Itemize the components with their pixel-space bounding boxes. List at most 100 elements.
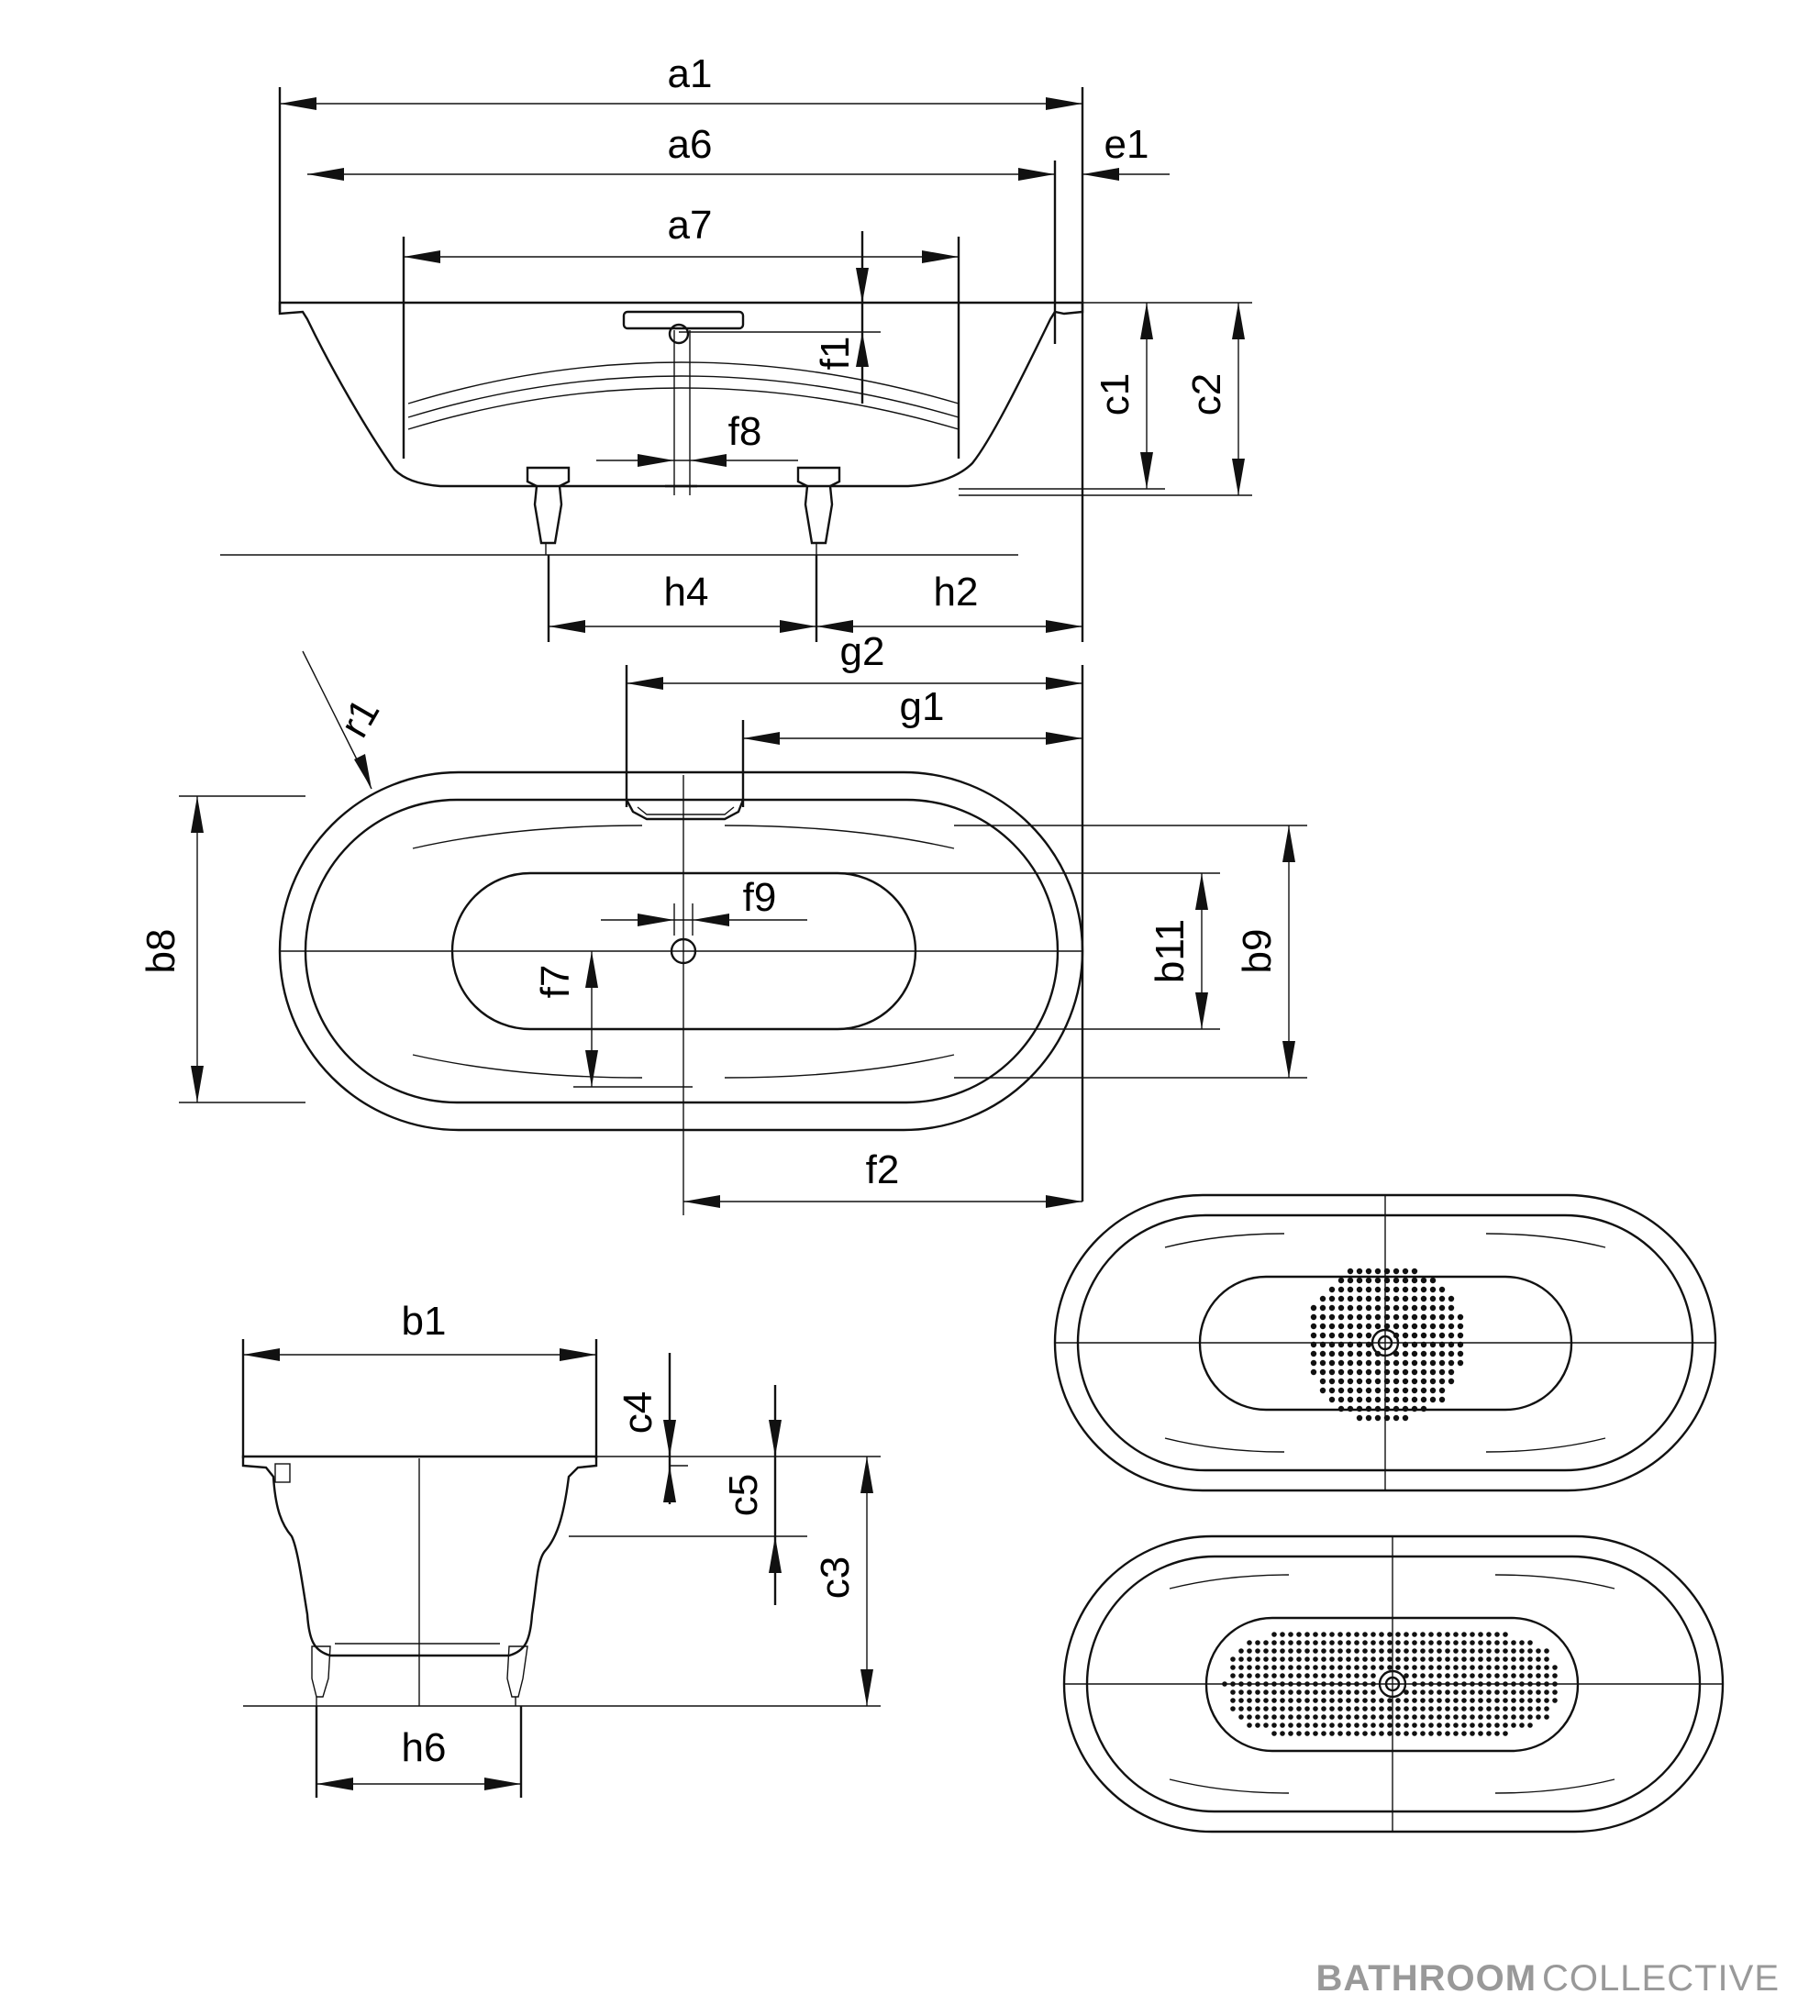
jet-dot [1356,1295,1363,1302]
jet-dot [1519,1681,1525,1687]
jet-dot [1374,1313,1382,1321]
jet-dot [1445,1706,1450,1711]
jet-dot [1438,1332,1446,1339]
jet-dot [1337,1350,1345,1357]
jet-dot [1461,1648,1467,1654]
jet-dot [1296,1689,1302,1695]
jet-dot [1319,1359,1326,1367]
jet-dot [1519,1656,1525,1662]
jet-dot [1470,1689,1475,1695]
jet-dot [1536,1665,1541,1670]
jet-dot [1313,1640,1318,1645]
jet-dot [1362,1656,1368,1662]
jet-dot [1329,1640,1335,1645]
jet-dot [1337,1632,1343,1637]
jet-dot [1313,1689,1318,1695]
label-h4: h4 [664,570,709,615]
variant-round-pattern [1053,1193,1717,1492]
jet-dot [1536,1706,1541,1711]
jet-dot [1448,1368,1455,1376]
jet-dot [1438,1304,1446,1312]
jet-dot [1347,1304,1354,1312]
jet-dot [1461,1689,1467,1695]
jet-dot [1337,1648,1343,1654]
jet-dot [1420,1350,1427,1357]
jet-dot [1329,1665,1335,1670]
jet-dot [1544,1648,1549,1654]
jet-dot [1404,1706,1409,1711]
jet-dot [1511,1665,1516,1670]
jet-dot [1428,1673,1434,1678]
jet-dot [1402,1359,1409,1367]
jet-dot [1337,1731,1343,1736]
jet-dot [1304,1706,1310,1711]
jet-dot [1362,1731,1368,1736]
jet-dot [1445,1632,1450,1637]
jet-dot [1255,1714,1260,1720]
jet-dot [1437,1656,1442,1662]
jet-dot [1457,1341,1464,1348]
jet-dot [1346,1731,1351,1736]
jet-dot [1383,1277,1391,1284]
jet-dot [1519,1706,1525,1711]
jet-dot [1337,1368,1345,1376]
jet-dot [1337,1673,1343,1678]
jet-dot [1486,1648,1492,1654]
jet-dot [1356,1405,1363,1412]
label-a6: a6 [668,122,713,167]
jet-dot [1438,1368,1446,1376]
jet-dot [1486,1706,1492,1711]
jet-dot [1329,1656,1335,1662]
jet-dot [1296,1632,1302,1637]
jet-dot [1238,1665,1244,1670]
jet-dot [1304,1689,1310,1695]
jet-dot [1371,1665,1376,1670]
jet-dot [1321,1731,1326,1736]
jet-dot [1429,1295,1437,1302]
jet-dot [1354,1689,1359,1695]
jet-dot [1393,1286,1400,1293]
jet-dot [1356,1313,1363,1321]
jet-dot [1411,1378,1418,1385]
jet-dot [1503,1640,1508,1645]
jet-dot [1280,1731,1285,1736]
jet-dot [1362,1706,1368,1711]
label-f1: f1 [813,337,858,371]
jet-dot [1347,1378,1354,1385]
jet-dot [1304,1681,1310,1687]
jet-dot [1329,1681,1335,1687]
jet-dot [1337,1396,1345,1403]
label-b1: b1 [402,1299,447,1344]
jet-dot [1319,1304,1326,1312]
jet-dot [1494,1706,1500,1711]
jet-dot [1337,1323,1345,1330]
jet-dot [1374,1304,1382,1312]
jet-dot [1503,1706,1508,1711]
jet-dot [1383,1405,1391,1412]
jet-dot [1445,1656,1450,1662]
jet-dot [1420,1304,1427,1312]
jet-dot [1445,1673,1450,1678]
jet-dot [1321,1656,1326,1662]
jet-dot [1247,1698,1252,1703]
jet-dot [1536,1648,1541,1654]
jet-dot [1552,1673,1558,1678]
jet-dot [1393,1304,1400,1312]
jet-dot [1365,1350,1372,1357]
jet-dot [1478,1673,1483,1678]
jet-dot [1486,1632,1492,1637]
jet-dot [1383,1295,1391,1302]
jet-dot [1328,1368,1336,1376]
jet-dot [1319,1387,1326,1394]
jet-dot [1263,1681,1269,1687]
jet-dot [1313,1656,1318,1662]
jet-dot [1328,1341,1336,1348]
jet-dot [1411,1396,1418,1403]
jet-dot [1362,1640,1368,1645]
jet-dot [1271,1698,1277,1703]
jet-dot [1429,1332,1437,1339]
label-h6: h6 [402,1725,447,1770]
jet-dot [1445,1640,1450,1645]
jet-dot [1271,1640,1277,1645]
jet-dot [1356,1277,1363,1284]
